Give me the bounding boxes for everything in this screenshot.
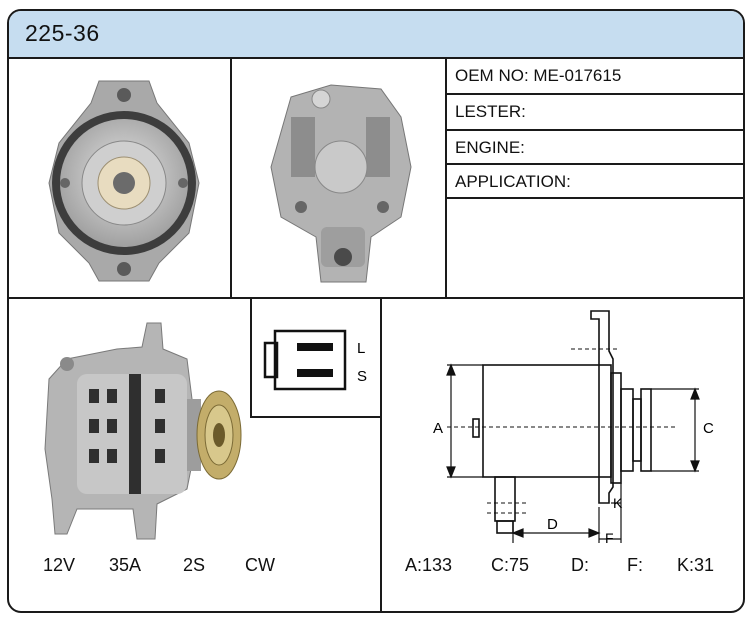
alternator-side-photo	[44, 322, 242, 540]
spec-current: 35A	[109, 555, 142, 575]
connector-labels: L S	[357, 340, 367, 385]
spec-pulley: 2S	[183, 555, 206, 575]
info-row-lester: LESTER:	[447, 95, 743, 129]
dimension-k-value: K:31	[677, 555, 715, 575]
connector-box-left	[250, 299, 252, 417]
engine-text: ENGINE:	[455, 138, 525, 157]
alternator-rear-photo	[270, 84, 412, 283]
dimension-drawing: A C D K F	[433, 310, 714, 546]
info-row-oem: OEM NO: ME-017615	[447, 59, 743, 93]
info-divider-2	[447, 129, 743, 131]
application-text: APPLICATION:	[455, 172, 571, 191]
dimension-c-value: C:75	[491, 555, 530, 575]
connector-diagram	[263, 329, 347, 391]
divider-vertical-top-right	[445, 57, 447, 297]
dimension-d-value: D:	[571, 555, 589, 575]
divider-horizontal-middle	[9, 297, 743, 299]
divider-vertical-top-left	[230, 57, 232, 297]
info-row-application: APPLICATION:	[447, 165, 743, 199]
divider-vertical-bottom	[380, 299, 382, 611]
dim-label-f: F	[605, 530, 614, 546]
spec-rotation: CW	[245, 555, 275, 575]
alternator-front-photo	[48, 80, 200, 282]
info-divider-4	[447, 197, 743, 199]
info-row-engine: ENGINE:	[447, 131, 743, 165]
dim-label-k: K	[613, 495, 623, 511]
dim-label-c: C	[703, 420, 714, 437]
oem-number-text: OEM NO: ME-017615	[455, 66, 622, 85]
dim-label-d: D	[547, 516, 558, 533]
connector-box-bottom	[250, 416, 382, 418]
lester-text: LESTER:	[455, 102, 526, 121]
spec-voltage: 12V	[43, 555, 76, 575]
part-number-title: 225-36	[25, 20, 100, 46]
dimension-f-value: F:	[627, 555, 643, 575]
header-bar: 225-36	[9, 11, 743, 59]
product-card: 225-36 OEM NO: ME-017615 LESTER: ENGINE:…	[7, 9, 745, 613]
connector-pin-s-label: S	[357, 368, 367, 385]
connector-pin-l-label: L	[357, 340, 365, 357]
info-divider-1	[447, 93, 743, 95]
dimension-a-value: A:133	[405, 555, 453, 575]
info-divider-3	[447, 163, 743, 165]
dim-label-a: A	[433, 420, 443, 437]
